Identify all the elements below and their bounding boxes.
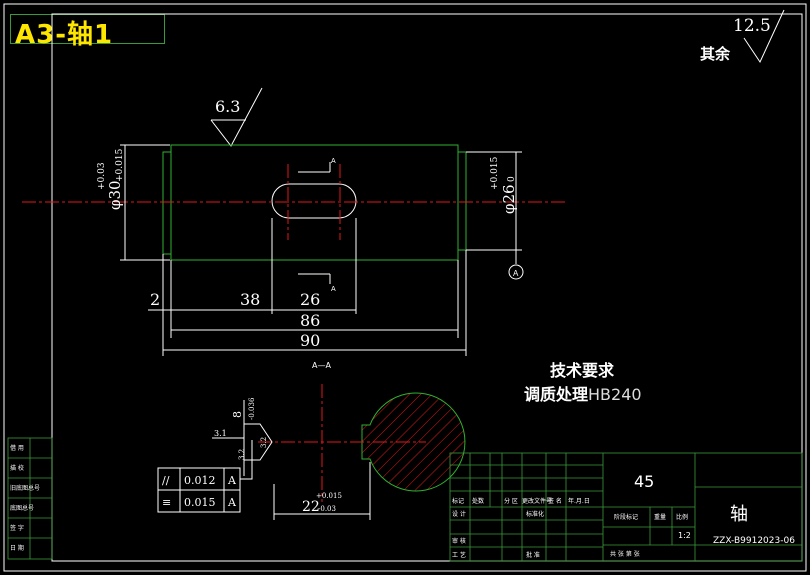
tol-row-2-symbol: ≡ bbox=[162, 496, 171, 509]
overall-roughness-symbol bbox=[743, 9, 785, 64]
dim-len-26: 26 bbox=[300, 290, 320, 309]
tb-process: 工 艺 bbox=[452, 551, 466, 559]
tb-scale-label: 比例 bbox=[676, 513, 688, 521]
scale-value: 1:2 bbox=[678, 531, 691, 540]
tb-approve: 批 准 bbox=[526, 551, 540, 559]
tb-row-label: 分 区 bbox=[504, 497, 518, 505]
tech-req-heading: 技术要求 bbox=[550, 361, 615, 380]
section-cut-marks bbox=[298, 162, 331, 284]
tb-stage-label: 阶段标记 bbox=[614, 513, 638, 521]
dim-right-diameter bbox=[466, 151, 522, 251]
tb-standardize: 标准化 bbox=[526, 510, 544, 518]
tb-row-label: 处数 bbox=[472, 497, 484, 505]
dia-left-value: φ30 bbox=[106, 180, 124, 210]
dim-left-diameter bbox=[120, 144, 170, 261]
inner-border bbox=[51, 13, 803, 562]
tech-req-treatment: 调质处理 bbox=[524, 385, 589, 404]
tol-row-2-datum: A bbox=[227, 496, 237, 509]
tb-row-label: 更改文件号 bbox=[522, 497, 552, 505]
drawing-title-badge: A3-轴1 bbox=[10, 14, 165, 50]
section-depth-tol-lower: -0.03 bbox=[318, 505, 336, 513]
tech-req-hardness: HB240 bbox=[588, 385, 642, 404]
dim-len-38: 38 bbox=[240, 290, 260, 309]
title-block bbox=[449, 452, 803, 562]
tb-row-label: 年.月.日 bbox=[568, 497, 590, 505]
section-title: A—A bbox=[312, 361, 331, 370]
dia-left-tol-upper: +0.03 bbox=[97, 162, 107, 190]
tb-check: 审 核 bbox=[452, 537, 466, 545]
datum-symbol bbox=[508, 250, 524, 280]
strip-label: 日 期 bbox=[10, 544, 24, 552]
tol-row-1-datum: A bbox=[227, 474, 237, 487]
section-width-value: 8 bbox=[231, 411, 244, 418]
roughness-overall-value: 12.5 bbox=[733, 16, 771, 36]
tol-row-2-value: 0.015 bbox=[184, 496, 216, 509]
strip-label: 借 用 bbox=[10, 444, 24, 452]
section-small-a: 3.2 bbox=[238, 449, 246, 460]
top-roughness-symbol bbox=[210, 87, 263, 147]
strip-label: 描 校 bbox=[10, 464, 24, 472]
tb-design: 设 计 bbox=[452, 510, 466, 518]
keyway-slot bbox=[271, 183, 357, 219]
tech-req-line: 调质处理HB240 bbox=[524, 381, 642, 405]
section-depth-value: 22 bbox=[302, 499, 320, 515]
strip-label: 旧底图总号 bbox=[10, 484, 40, 492]
drawing-title: A3-轴1 bbox=[15, 20, 114, 50]
cut-mark-label-top: A bbox=[331, 158, 336, 165]
section-width-tol: -0.036 bbox=[248, 397, 256, 420]
length-dimensions bbox=[148, 218, 467, 356]
tb-weight-label: 重量 bbox=[654, 513, 666, 521]
tol-row-1-value: 0.012 bbox=[184, 474, 216, 487]
tb-row-label: 标记 bbox=[452, 497, 464, 505]
tolerance-frame bbox=[157, 440, 253, 513]
tb-sheet-info: 共 张 第 张 bbox=[610, 550, 640, 558]
part-name: 轴 bbox=[730, 504, 748, 525]
dim-len-2: 2 bbox=[150, 290, 160, 309]
shaft-centerlines bbox=[22, 164, 568, 240]
left-binding-strip bbox=[7, 437, 53, 560]
datum-label: A bbox=[513, 269, 519, 278]
cut-mark-label-bottom: A bbox=[331, 286, 336, 293]
tol-row-1-symbol: // bbox=[162, 474, 170, 487]
roughness-overall-note: 其余 bbox=[700, 45, 731, 63]
dia-right-tol-upper: +0.015 bbox=[490, 156, 500, 190]
section-centerlines bbox=[258, 384, 426, 502]
strip-label: 签 字 bbox=[10, 524, 24, 532]
dia-left-tol-lower: +0.015 bbox=[115, 148, 125, 182]
tb-row-label: 签 名 bbox=[548, 497, 562, 505]
dim-len-86: 86 bbox=[300, 311, 320, 330]
dim-len-90: 90 bbox=[300, 331, 320, 350]
section-keyway-dims bbox=[212, 400, 371, 520]
section-small-b: 3.2 bbox=[260, 437, 268, 448]
dia-right-value: φ26 bbox=[500, 184, 518, 214]
roughness-top-value: 6.3 bbox=[215, 97, 240, 116]
outer-border bbox=[3, 3, 807, 572]
section-depth-tol-upper: +0.015 bbox=[316, 492, 342, 500]
dia-right-tol-lower: 0 bbox=[507, 176, 517, 182]
drawing-number: ZZX-B9912023-06 bbox=[713, 536, 795, 546]
strip-label: 底图总号 bbox=[10, 504, 34, 512]
section-small-c: 3.1 bbox=[214, 429, 227, 438]
material-value: 45 bbox=[634, 472, 654, 491]
